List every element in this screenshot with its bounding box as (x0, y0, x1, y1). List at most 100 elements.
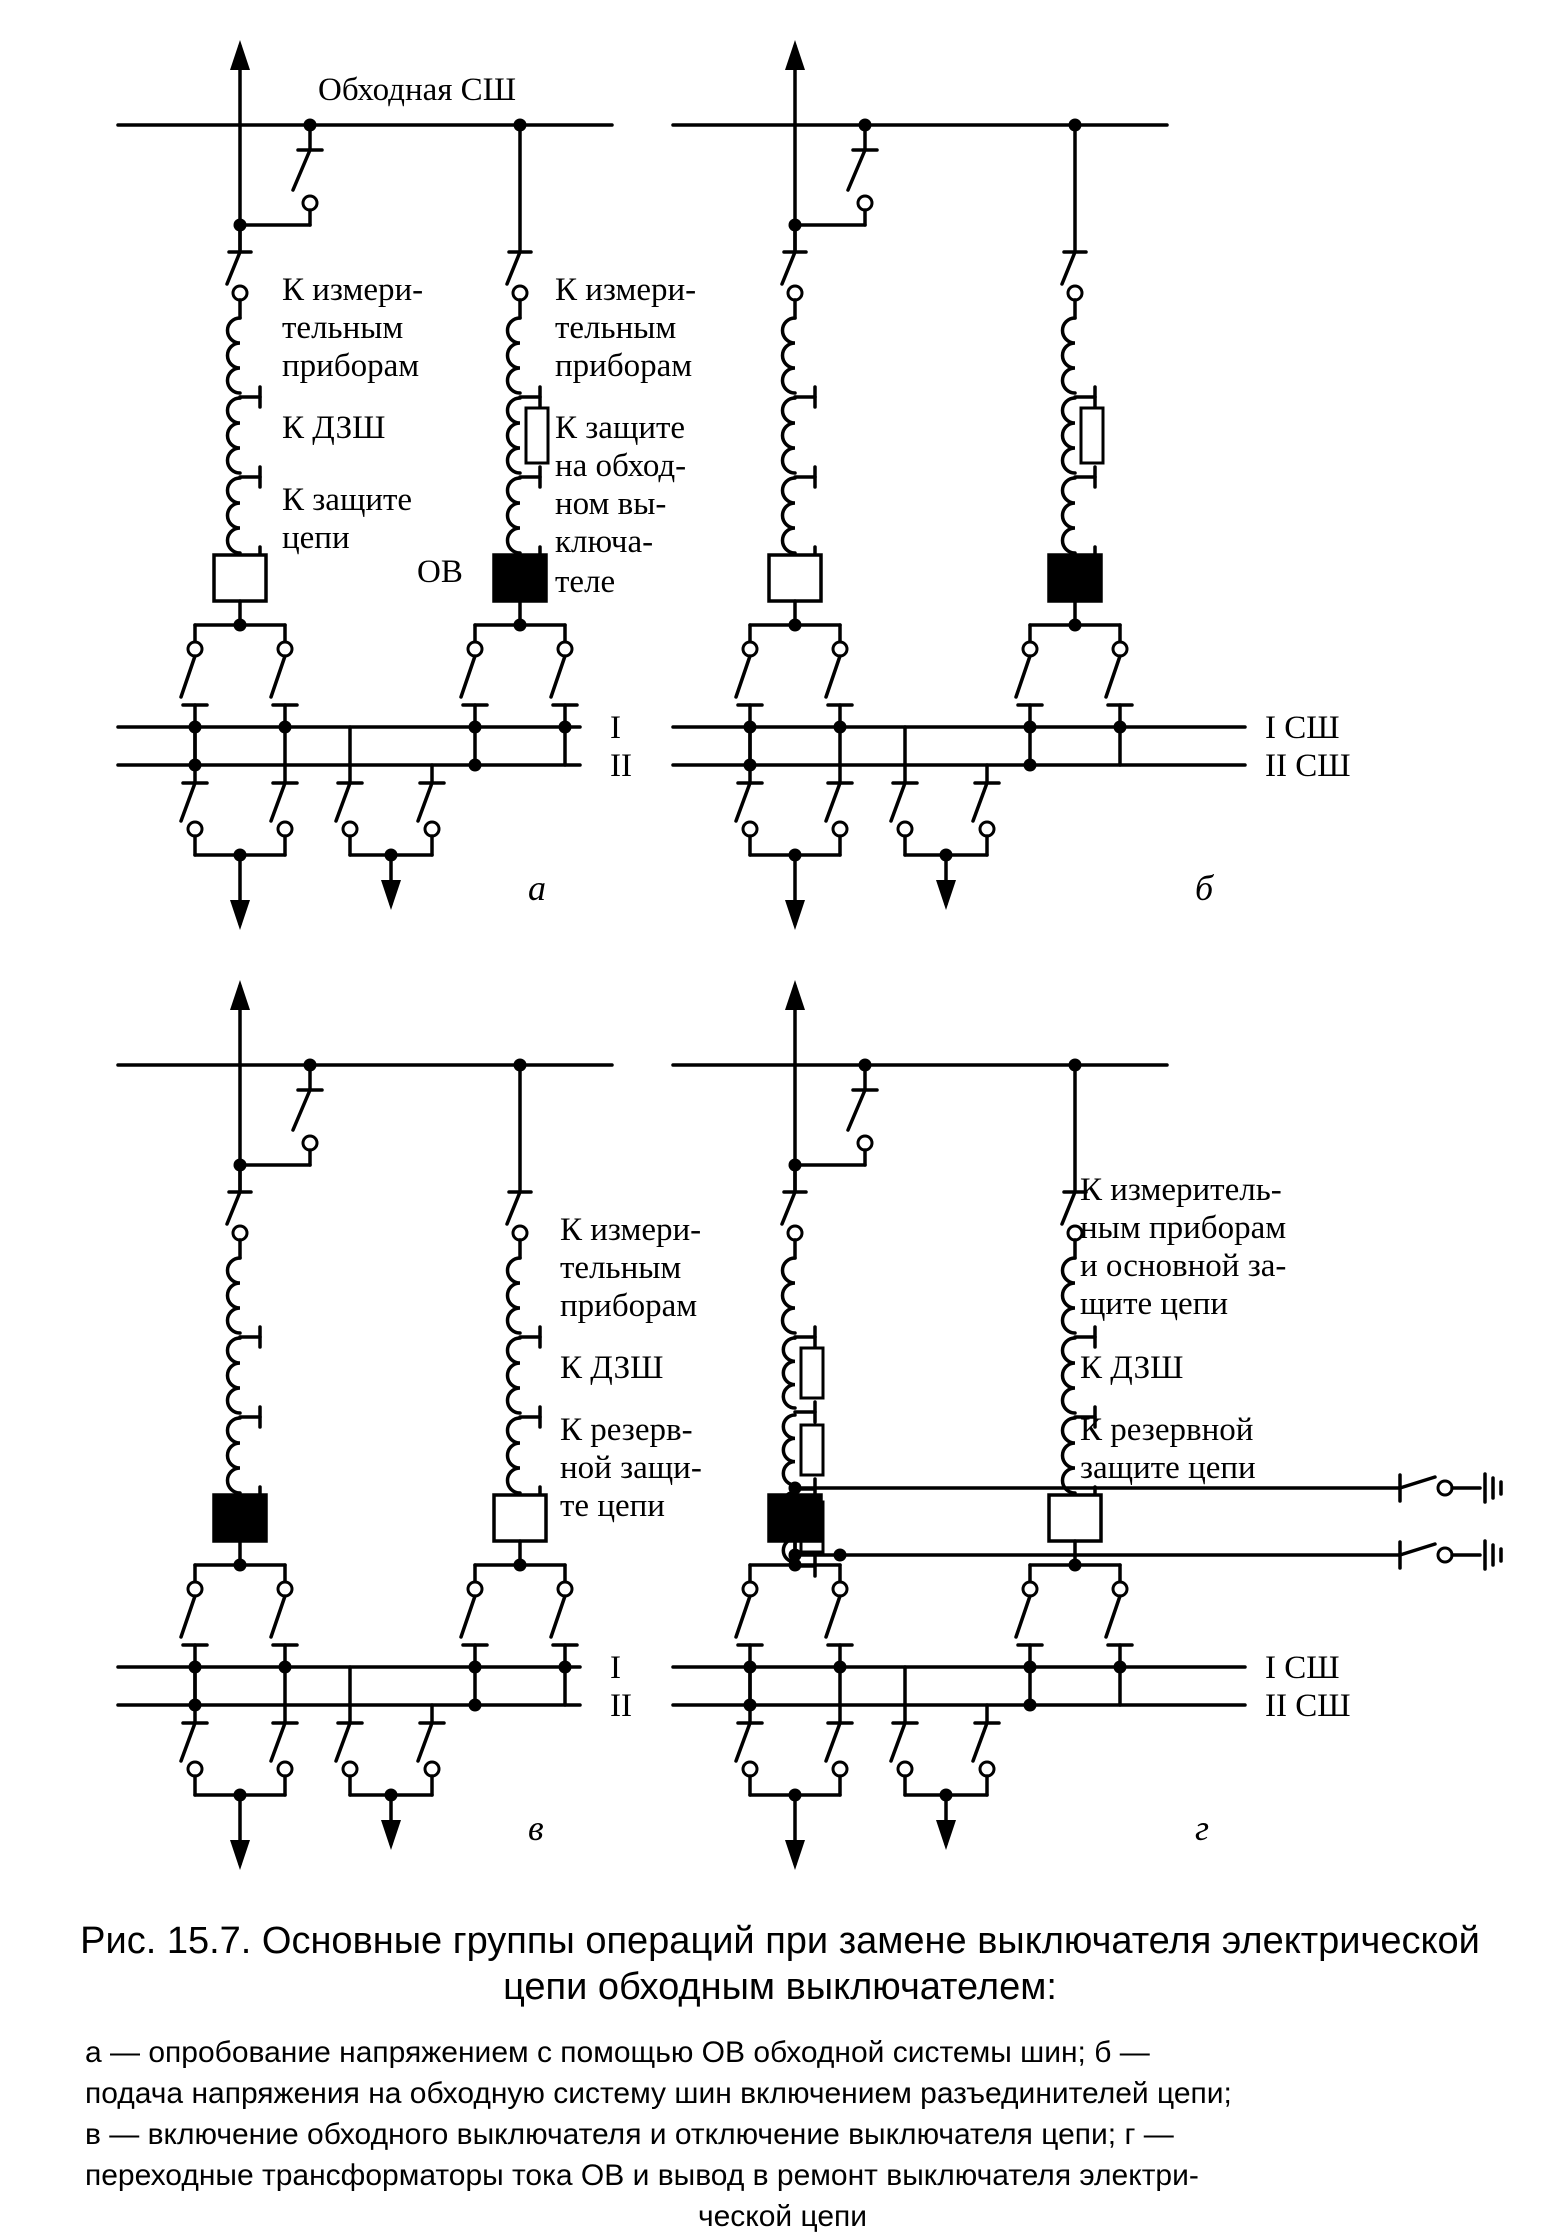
ct-shunt-rect (799, 1346, 825, 1400)
disconnector-blade (1104, 654, 1122, 699)
contact-ring (231, 1224, 249, 1242)
ct-coil (1060, 1256, 1077, 1335)
disconnector-blade (1014, 1594, 1032, 1639)
junction-dot (468, 720, 482, 734)
contact-ring (978, 1760, 996, 1778)
disconnector-blade (734, 654, 752, 699)
panel-letter: г (1195, 1808, 1209, 1848)
disconnector-blade (549, 654, 567, 699)
arrow-down-icon (936, 1820, 956, 1850)
disconnector-blade (291, 1088, 312, 1132)
disconnector-blade (734, 781, 752, 823)
disconnector-blade (824, 781, 842, 823)
ct-coil (505, 476, 522, 555)
contact-ring (341, 1760, 359, 1778)
junction-dot (788, 618, 802, 632)
disconnector-blade (334, 1721, 352, 1763)
bypass-bus-label: Обходная СШ (318, 72, 516, 108)
arrow-down-icon (230, 900, 250, 930)
arrow-up-icon (785, 40, 805, 70)
contact-ring (423, 820, 441, 838)
disconnector-blade (734, 1594, 752, 1639)
disconnector-blade (269, 781, 287, 823)
contact-ring (276, 640, 294, 658)
legend-line: а — опробование напряжением с помощью ОВ… (85, 2036, 1150, 2069)
ct-coil (505, 396, 522, 475)
contact-ring (856, 194, 874, 212)
junction-dot (468, 1698, 482, 1712)
figure-caption: Рис. 15.7. Основные группы операций при … (0, 1918, 1560, 2237)
contact-ring (466, 1580, 484, 1598)
contact-ring (741, 1580, 759, 1598)
contact-ring (896, 820, 914, 838)
ct-coil (225, 316, 242, 395)
contact-ring (466, 640, 484, 658)
junction-dot (468, 1660, 482, 1674)
contact-ring (831, 1580, 849, 1598)
contact-ring (1066, 284, 1084, 302)
disconnector-blade (1014, 654, 1032, 699)
panel-letter: в (528, 1808, 544, 1848)
ov-label-line: и основной за- (1080, 1248, 1286, 1284)
contact-ring (741, 1760, 759, 1778)
contact-ring (1021, 1580, 1039, 1598)
ov-label-line: К резервной (1080, 1412, 1253, 1448)
disconnector-blade (416, 1721, 434, 1763)
disconnector-blade (1060, 1190, 1077, 1226)
junction-dot (1113, 720, 1127, 734)
bus-I-label: I (610, 710, 621, 746)
ct-coil (225, 476, 242, 555)
circuit-label-line: тельным (282, 310, 403, 346)
junction-dot (788, 1558, 802, 1572)
ct-coil (780, 396, 797, 475)
disconnector-blade (846, 148, 867, 192)
junction-dot (1113, 1660, 1127, 1674)
bus-I-label: I СШ (1265, 710, 1340, 746)
contact-ring (786, 1224, 804, 1242)
disconnector-blade (889, 1721, 907, 1763)
bus-II-label: II (610, 1688, 632, 1724)
contact-ring (301, 1134, 319, 1152)
breaker-open-icon (492, 1493, 548, 1543)
contact-ring (276, 1760, 294, 1778)
ct-coil (225, 396, 242, 475)
junction-dot (468, 758, 482, 772)
junction-dot (788, 1481, 802, 1495)
disconnector-blade (971, 781, 989, 823)
contact-ring (423, 1760, 441, 1778)
arrow-up-icon (785, 980, 805, 1010)
ct-coil (505, 316, 522, 395)
disconnector-blade (334, 781, 352, 823)
contact-ring (556, 640, 574, 658)
disconnector-blade (824, 1721, 842, 1763)
ct-shunt-rect (524, 406, 550, 465)
ct-coil (1060, 476, 1077, 555)
ct-coil (225, 1416, 242, 1495)
junction-dot (1023, 720, 1037, 734)
disconnector-blade (225, 1190, 242, 1226)
ov-label-line: защите цепи (1080, 1450, 1256, 1486)
contact-ring (741, 640, 759, 658)
ov-label-line: К ДЗШ (560, 1350, 663, 1386)
contact-ring (896, 1760, 914, 1778)
junction-dot (1023, 1698, 1037, 1712)
bus-I-label: I СШ (1265, 1650, 1340, 1686)
breaker-closed-icon (212, 1493, 268, 1543)
circuit-label-line: цепи (282, 520, 350, 556)
ov-label-line: приборам (555, 348, 692, 384)
junction-dot (278, 1660, 292, 1674)
disconnector-blade (269, 654, 287, 699)
contact-ring (511, 284, 529, 302)
legend-line: ческой цепи (697, 2200, 868, 2233)
ov-label-line: те цепи (560, 1488, 665, 1524)
disconnector-blade (846, 1088, 867, 1132)
ct-coil (781, 1336, 797, 1410)
contact-ring (831, 640, 849, 658)
bus-II-label: II СШ (1265, 748, 1351, 784)
ov-label-line: К измери- (560, 1212, 701, 1248)
contact-ring (341, 820, 359, 838)
ov-label-line: на обход- (555, 448, 686, 484)
switching-diagram: Обходная СШ К измери-тельным приборам К ДЗШ… (116, 40, 1503, 1870)
